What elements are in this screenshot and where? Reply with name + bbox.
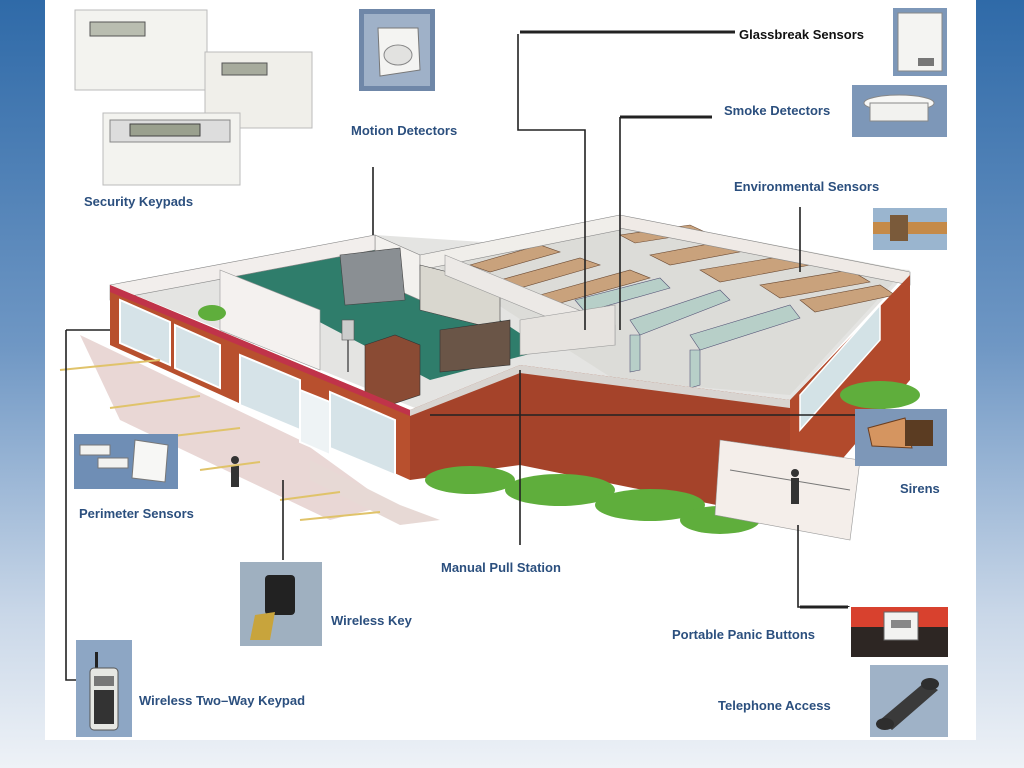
glassbreak-sensors-label: Glassbreak Sensors (739, 27, 865, 42)
checkout-counter (339, 247, 406, 306)
storefront-windows (119, 298, 396, 477)
motion-detector-icon (359, 9, 435, 91)
security-keypad-icon (74, 9, 313, 186)
siren-icon (855, 409, 947, 466)
shrubs (198, 305, 920, 534)
perimeter-sensor-icon (74, 434, 178, 489)
two-way-keypad-icon (76, 640, 132, 737)
perimeter-sensors-label: Perimeter Sensors (79, 506, 194, 521)
portable-panic-buttons-label: Portable Panic Buttons (672, 627, 816, 642)
smoke-detector-icon (852, 85, 947, 137)
front-door (299, 388, 331, 457)
parking-lines (59, 359, 381, 521)
security-keypads-label: Security Keypads (84, 194, 194, 209)
wireless-two-way-keypad-label: Wireless Two–Way Keypad (139, 693, 306, 708)
smoke-detectors-label: Smoke Detectors (724, 103, 831, 118)
front-wall-right (410, 365, 790, 520)
motion-detectors-label: Motion Detectors (351, 123, 458, 138)
glassbreak-sensor-icon (893, 8, 947, 76)
display-tower (364, 334, 421, 406)
roof-trim (110, 285, 410, 416)
telephone-icon (870, 665, 948, 737)
panic-button-icon (851, 607, 948, 657)
wireless-key-icon (240, 562, 322, 646)
telephone-access-label: Telephone Access (718, 698, 831, 713)
people (231, 456, 799, 504)
wireless-key-label: Wireless Key (331, 613, 412, 628)
environmental-sensor-icon (873, 208, 947, 250)
environmental-sensors-label: Environmental Sensors (734, 179, 880, 194)
manual-pull-station-label: Manual Pull Station (441, 560, 561, 575)
sirens-label: Sirens (900, 481, 940, 496)
